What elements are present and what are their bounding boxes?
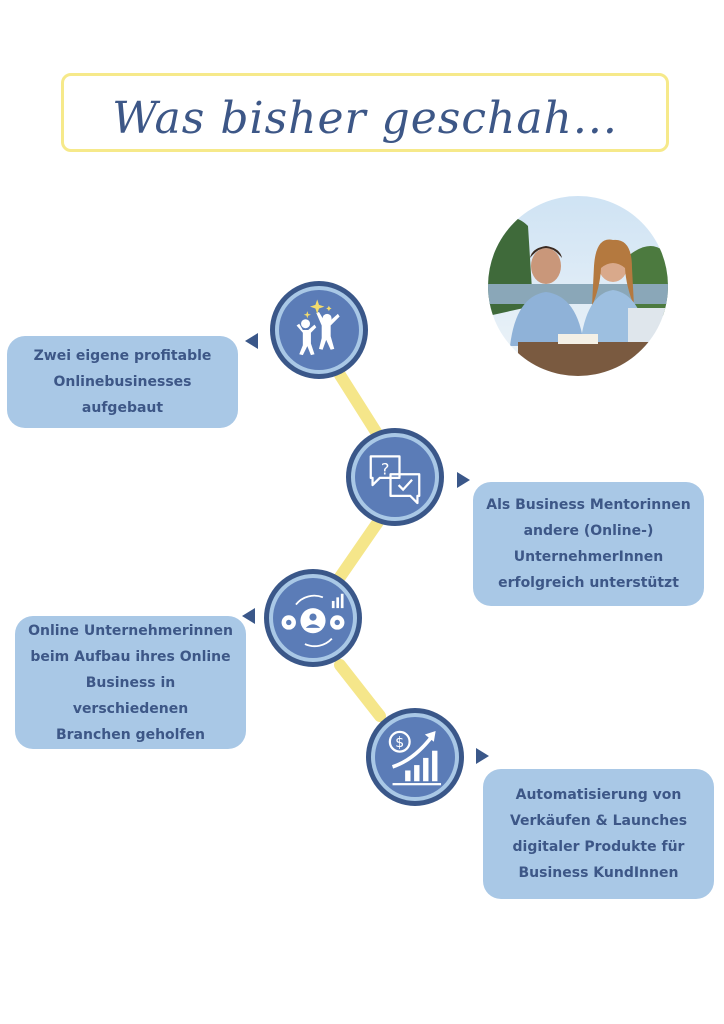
celebrating-people-icon: [296, 299, 340, 356]
milestone-3-line-2: beim Aufbau ihres Online: [30, 648, 231, 665]
svg-text:?: ?: [381, 459, 390, 478]
milestone-1-line-2: Onlinebusinesses: [53, 374, 192, 390]
arrow-right-4: [476, 748, 489, 764]
milestone-card-2: Als Business Mentorinnen andere (Online-…: [473, 482, 704, 606]
milestone-2-line-3: UnternehmerInnen: [513, 549, 664, 565]
milestone-3-line-4: Branchen geholfen: [55, 726, 206, 743]
two-women-portrait: [488, 196, 668, 376]
arrow-right-2: [457, 472, 470, 488]
arrow-left-3: [242, 608, 255, 624]
milestone-node-2: ?: [346, 428, 444, 526]
chat-question-check-icon: ?: [369, 455, 421, 505]
milestone-2-line-2: andere (Online-): [523, 523, 654, 539]
milestone-4-line-3: digitaler Produkte für: [512, 839, 685, 855]
milestone-4-line-4: Business KundInnen: [518, 865, 679, 881]
page-title: Was bisher geschah...: [112, 93, 618, 144]
milestone-1-line-1: Zwei eigene profitable: [33, 348, 212, 364]
milestone-node-3: [264, 569, 362, 667]
milestone-card-3: Online Unternehmerinnen beim Aufbau ihre…: [15, 616, 246, 749]
team-photo: [488, 196, 668, 376]
gears-person-icon: [281, 593, 345, 648]
milestone-node-4: $: [366, 708, 464, 806]
title-banner: Was bisher geschah...: [61, 73, 669, 152]
milestone-card-1: Zwei eigene profitable Onlinebusinesses …: [7, 336, 238, 428]
milestone-3-line-3: Business in verschiedenen: [72, 674, 189, 717]
milestone-4-line-1: Automatisierung von: [515, 787, 682, 803]
arrow-left-1: [245, 333, 258, 349]
milestone-2-line-1: Als Business Mentorinnen: [486, 497, 691, 513]
milestone-1-line-3: aufgebaut: [81, 400, 164, 416]
svg-text:$: $: [395, 735, 404, 751]
milestone-3-line-1: Online Unternehmerinnen: [28, 622, 233, 639]
milestone-card-4: Automatisierung von Verkäufen & Launches…: [483, 769, 714, 899]
milestone-node-1: [270, 281, 368, 379]
dollar-growth-chart-icon: $: [388, 730, 442, 786]
milestone-2-line-4: erfolgreich unterstützt: [498, 575, 679, 591]
milestone-4-line-2: Verkäufen & Launches: [509, 813, 688, 829]
